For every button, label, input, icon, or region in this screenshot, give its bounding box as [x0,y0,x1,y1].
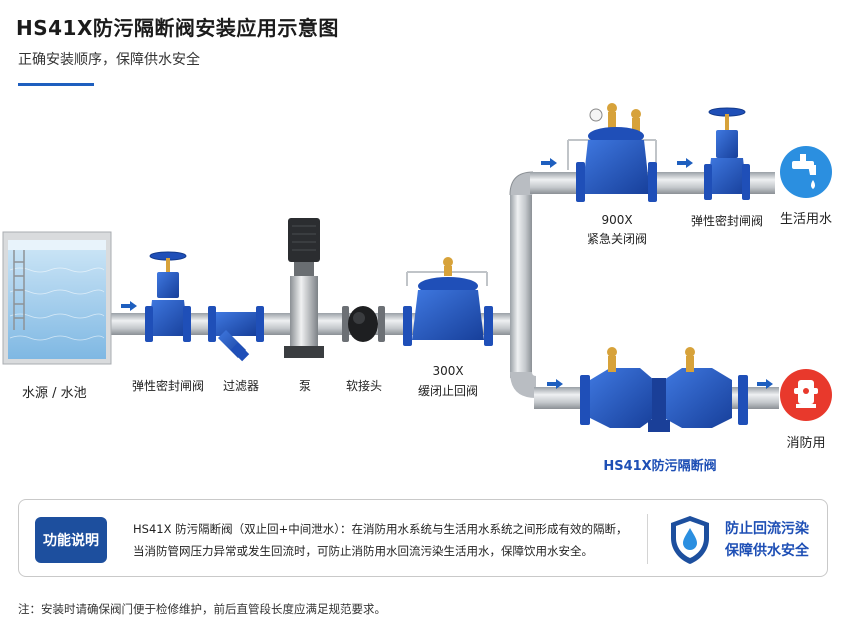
water-tank [2,231,112,365]
installation-diagram [2,103,832,432]
info-description: HS41X 防污隔断阀（双止回+中间泄水）：在消防用水系统与生活用水系统之间形成… [133,518,653,562]
info-line-1: HS41X 防污隔断阀（双止回+中间泄水）：在消防用水系统与生活用水系统之间形成… [133,522,628,536]
info-badge: 功能说明 [35,517,107,563]
faucet-icon [780,146,832,198]
gate-valve-2 [704,107,750,200]
check-valve-300x [403,257,493,346]
emergency-valve-name-label: 紧急关闭阀 [586,232,648,246]
info-line-2: 当消防管网压力异常或发生回流时，可防止消防用水回流污染生活用水，保障饮用水安全。 [133,544,593,558]
pump-label: 泵 [298,379,312,393]
shield-water-icon [671,516,709,564]
soft-joint-label: 软接头 [345,379,383,393]
backflow-preventer-hs41x [580,347,748,432]
fire-hydrant-icon [780,369,832,421]
flow-arrows [121,158,773,389]
emergency-valve-900x [567,103,657,202]
check-valve-name-label: 缓闭止回阀 [417,384,479,398]
fire-water-label: 消防用 [786,436,826,451]
info-side-line-2: 保障供水安全 [725,543,809,559]
info-divider [647,514,648,564]
page-title: HS41X防污隔断阀安装应用示意图 [16,16,339,40]
info-panel: 功能说明 HS41X 防污隔断阀（双止回+中间泄水）：在消防用水系统与生活用水系… [18,499,828,577]
footer-note: 注：安装时请确保阀门便于检修维护，前后直管段长度应满足规范要求。 [18,602,386,616]
domestic-water-label: 生活用水 [779,212,833,227]
page-subtitle: 正确安装顺序，保障供水安全 [18,52,200,68]
title-underline [18,83,94,86]
gate-valve-2-label: 弹性密封闸阀 [690,214,764,228]
check-valve-code-label: 300X [432,364,464,378]
backflow-valve-label: HS41X防污隔断阀 [603,459,717,474]
gate-valve-1 [145,251,191,342]
gate-valve-1-label: 弹性密封闸阀 [131,379,205,393]
soft-joint [342,306,385,342]
emergency-valve-code-label: 900X [601,213,633,227]
water-source-label: 水源 / 水池 [22,386,87,401]
filter-label: 过滤器 [222,379,260,393]
y-strainer [208,306,264,362]
pump [284,218,324,358]
info-side-text: 防止回流污染 保障供水安全 [725,518,809,562]
info-side-line-1: 防止回流污染 [725,521,809,537]
